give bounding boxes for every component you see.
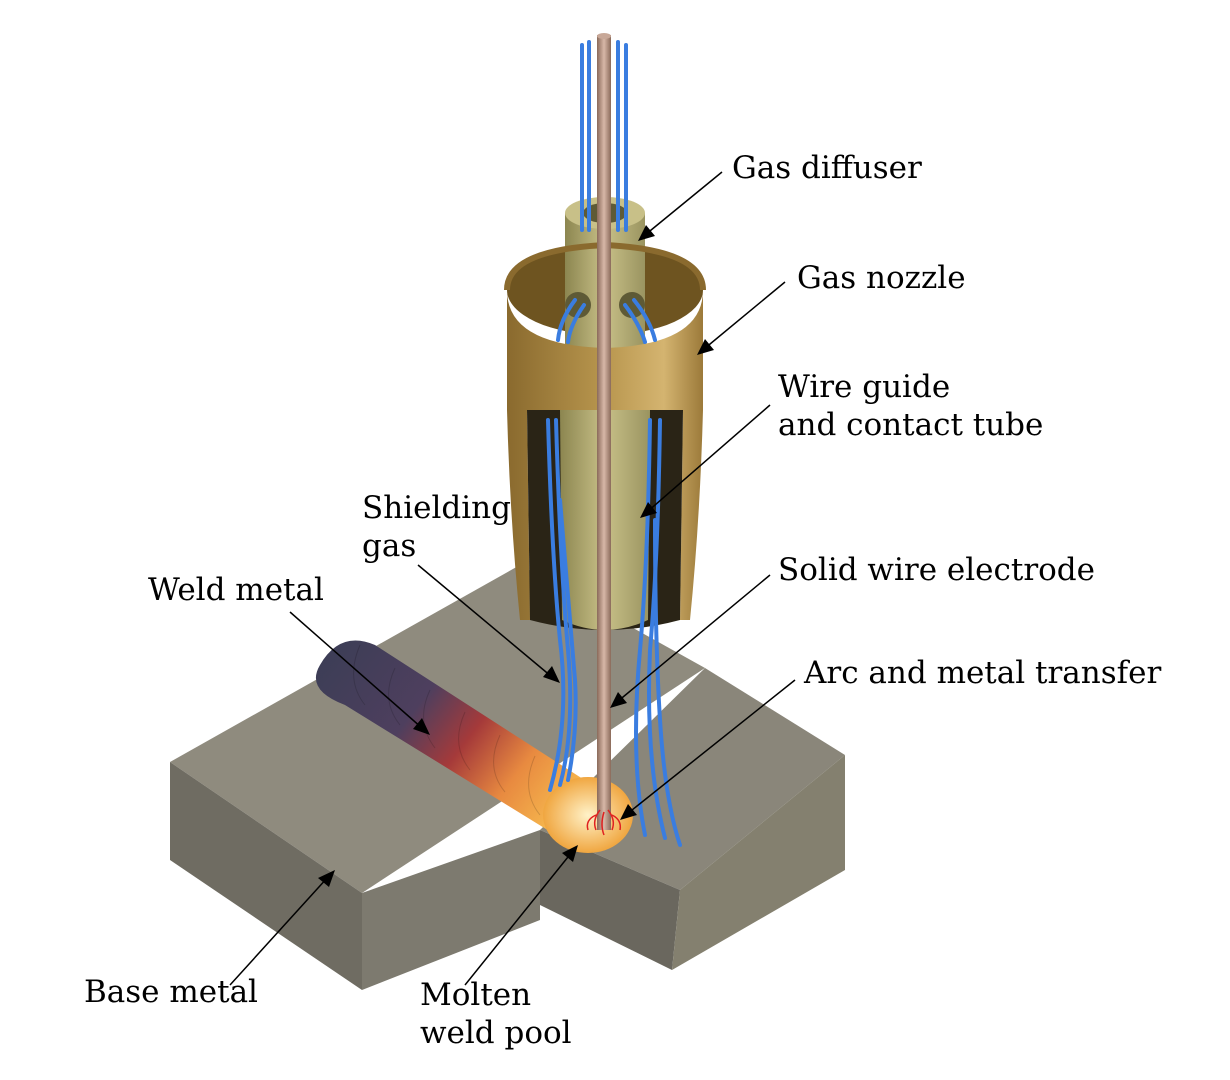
arc-icon xyxy=(586,809,622,836)
solid-wire-electrode xyxy=(597,35,611,830)
label-gas-nozzle: Gas nozzle xyxy=(797,260,966,296)
label-molten-pool-line2: weld pool xyxy=(420,1015,572,1051)
label-molten-pool-line1: Molten xyxy=(420,977,531,1013)
label-arc-metal-transfer: Arc and metal transfer xyxy=(803,655,1161,691)
label-wire-guide-line1: Wire guide xyxy=(778,369,950,405)
shielding-gas-flow xyxy=(546,40,682,847)
label-weld-metal: Weld metal xyxy=(148,572,324,608)
label-gas-diffuser: Gas diffuser xyxy=(732,150,922,186)
molten-weld-pool xyxy=(543,777,633,853)
label-shielding-gas-line1: Shielding xyxy=(362,490,511,526)
label-solid-wire-electrode: Solid wire electrode xyxy=(778,552,1095,588)
label-wire-guide-line2: and contact tube xyxy=(778,407,1043,443)
leader-lines xyxy=(229,171,796,986)
label-shielding-gas-line2: gas xyxy=(362,528,416,564)
label-base-metal: Base metal xyxy=(84,974,258,1010)
